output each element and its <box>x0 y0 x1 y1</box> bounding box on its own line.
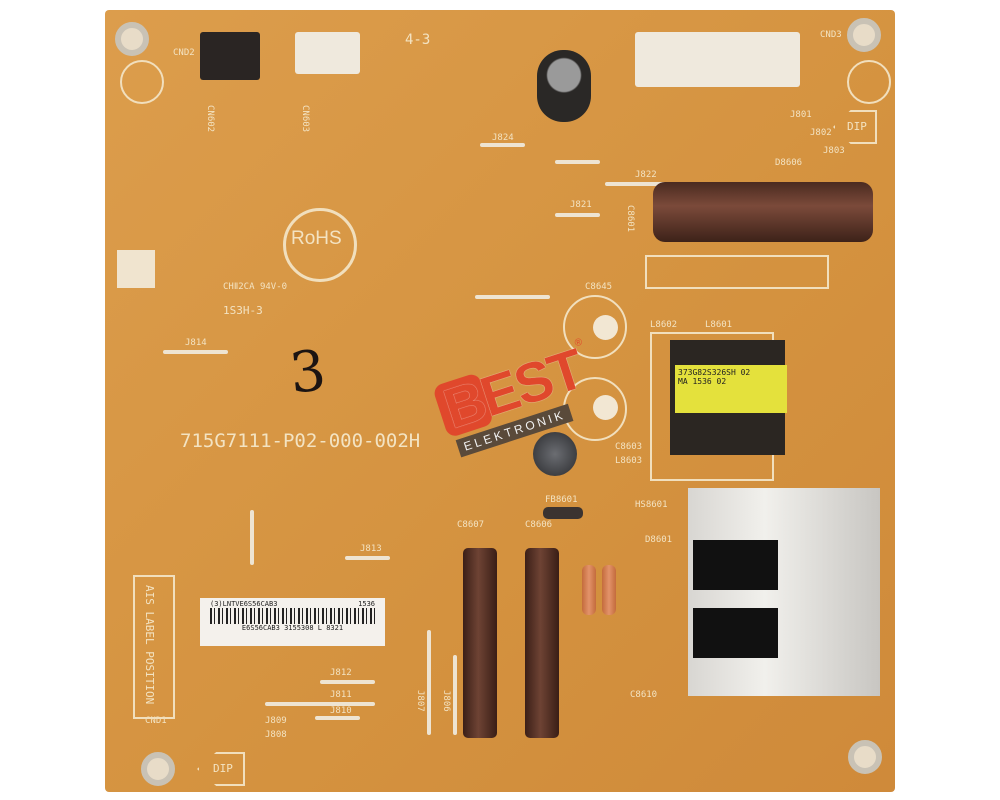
inductor-l8603 <box>533 432 577 476</box>
dip-label: DIP <box>847 120 867 133</box>
mounting-hole <box>847 18 881 52</box>
dip-label: DIP <box>213 762 233 775</box>
ref-j813: J813 <box>360 544 382 554</box>
resistor <box>582 565 596 615</box>
label-position-box <box>133 575 175 719</box>
ref-j810: J810 <box>330 706 352 716</box>
cap-footprint <box>563 295 627 359</box>
barcode <box>210 608 375 624</box>
mounting-hole <box>115 22 149 56</box>
component-outline <box>645 255 829 289</box>
ref-c8606: C8606 <box>525 520 553 530</box>
capacitor-c8607 <box>463 548 497 738</box>
transistor <box>693 540 778 590</box>
pad-ring <box>120 60 164 104</box>
capacitor-large <box>653 182 873 242</box>
ref-l8603: L8603 <box>615 456 643 466</box>
heatsink <box>688 488 880 696</box>
blank-pad <box>117 250 155 288</box>
jumper <box>453 655 457 735</box>
barcode-code: 1536 <box>358 600 375 608</box>
barcode-line2: E6S56CAB3 3155308 L 8321 <box>241 624 344 632</box>
barcode-line1: (3)LNTVE6S56CAB3 <box>210 600 278 608</box>
ref-j809: J809 <box>265 716 287 726</box>
connector-header <box>635 32 800 87</box>
jumper <box>427 630 431 735</box>
handwritten-mark: 3 <box>286 338 329 407</box>
ref-l8602: L8602 <box>650 320 678 330</box>
cap-pad <box>593 315 618 340</box>
ref-c8601: C8601 <box>625 205 635 233</box>
registered-mark: ® <box>573 336 584 350</box>
connector-cn603 <box>295 32 360 74</box>
ref-cn603: CN603 <box>300 105 310 133</box>
ref-j802: J802 <box>810 128 832 138</box>
ref-j801: J801 <box>790 110 812 120</box>
ref-c8603: C8603 <box>615 442 643 452</box>
rohs-text: RoHS <box>291 228 342 249</box>
ref-c8645: C8645 <box>585 282 613 292</box>
ref-cn602: CN602 <box>205 105 215 133</box>
ref-j803: J803 <box>823 146 845 156</box>
jumper <box>250 510 254 565</box>
resistor <box>602 565 616 615</box>
ref-d8606: D8606 <box>775 158 803 168</box>
jumper <box>480 143 525 147</box>
connector-cn602 <box>200 32 260 80</box>
ref-j806: J806 <box>441 690 451 712</box>
part-number: 715G7111-P02-000-002H <box>180 430 421 452</box>
mounting-hole <box>848 740 882 774</box>
capacitor-small <box>537 50 591 122</box>
ref-c8610: C8610 <box>630 690 658 700</box>
jumper <box>265 702 375 706</box>
dip-arrow-icon <box>197 752 245 786</box>
ref-hs8601: HS8601 <box>635 500 668 510</box>
jumper <box>345 556 390 560</box>
transformer-label-line1: 373G82S326SH 02 <box>678 368 751 377</box>
ref-c8607: C8607 <box>457 520 485 530</box>
cap-pad <box>593 395 618 420</box>
transistor <box>693 608 778 658</box>
jumper <box>315 716 360 720</box>
ref-l8601: L8601 <box>705 320 733 330</box>
ref-j821: J821 <box>570 200 592 210</box>
barcode-label: (3)LNTVE6S56CAB3 1536 E6S56CAB3 3155308 L… <box>200 598 385 646</box>
capacitor-c8606 <box>525 548 559 738</box>
pcb-board: CND2 CND3 CND1 CN602 CN603 4-3 RoHS CHⅡ2… <box>105 10 895 792</box>
jumper <box>163 350 228 354</box>
ref-d8601: D8601 <box>645 535 673 545</box>
ref-j812: J812 <box>330 668 352 678</box>
jumper <box>555 160 600 164</box>
ref-cnd3: CND3 <box>820 30 842 40</box>
transformer-label-line2: MA 1536 02 <box>678 377 727 386</box>
ref-j814: J814 <box>185 338 207 348</box>
ref-j807: J807 <box>415 690 425 712</box>
ref-j822: J822 <box>635 170 657 180</box>
ref-j811: J811 <box>330 690 352 700</box>
ref-cnd2: CND2 <box>173 48 195 58</box>
label-position-text: AIS LABEL POSITION <box>143 585 156 705</box>
ref-fb8601: FB8601 <box>545 495 578 505</box>
dip-arrow-icon <box>833 110 877 144</box>
ref-j808: J808 <box>265 730 287 740</box>
ul-mark: CHⅡ2CA 94V-0 <box>223 282 288 292</box>
mounting-hole <box>141 752 175 786</box>
date-code: 1S3H-3 <box>223 304 263 317</box>
revision-label: 4-3 <box>405 32 431 48</box>
transformer-label: 373G82S326SH 02 MA 1536 02 <box>675 365 787 413</box>
ferrite-bead <box>543 507 583 519</box>
rohs-logo <box>283 208 357 282</box>
pad-ring <box>847 60 891 104</box>
ref-j824: J824 <box>492 133 514 143</box>
jumper <box>475 295 550 299</box>
jumper <box>320 680 375 684</box>
jumper <box>555 213 600 217</box>
ref-cnd1: CND1 <box>145 716 167 726</box>
jumper <box>605 182 695 186</box>
